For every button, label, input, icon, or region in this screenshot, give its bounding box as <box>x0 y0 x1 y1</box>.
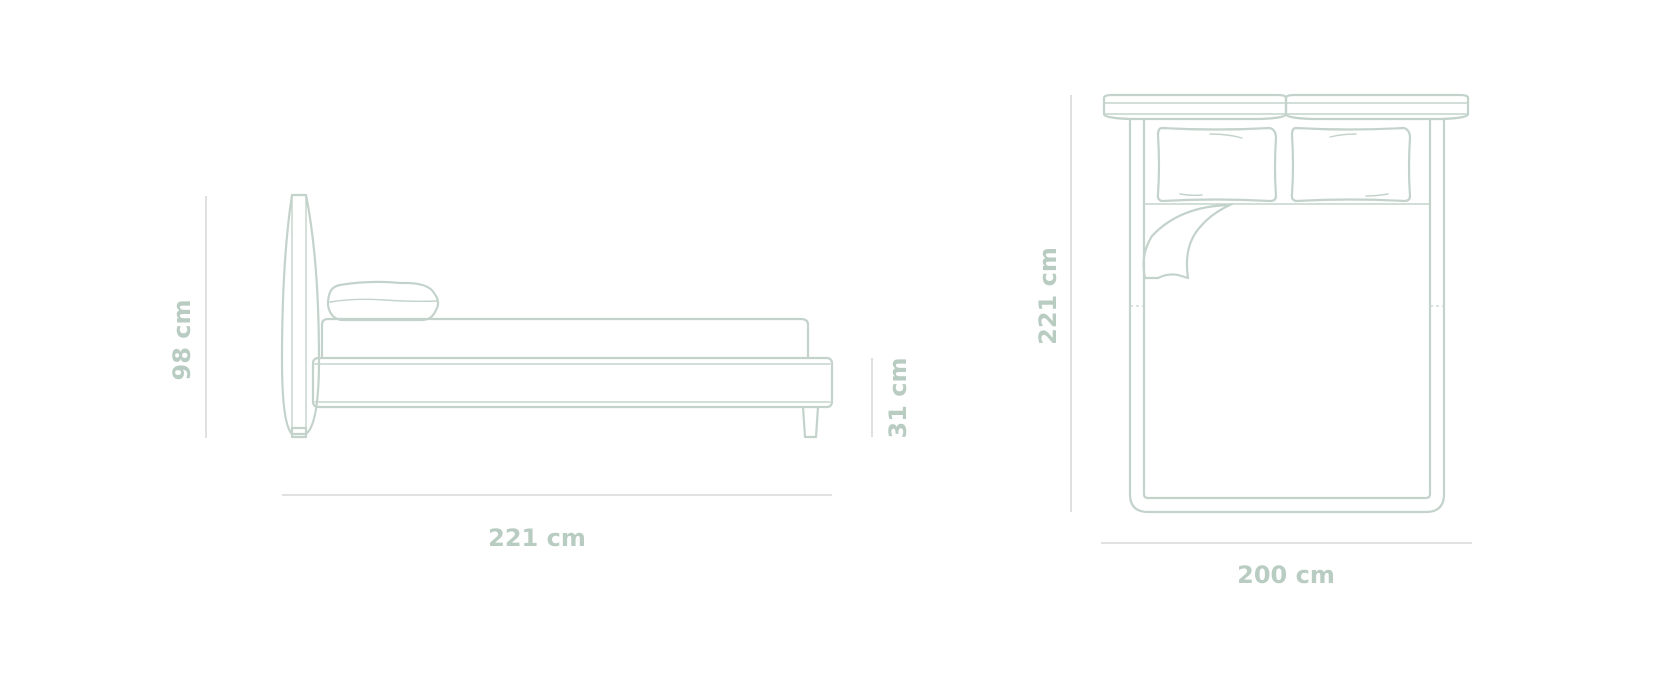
bed-frame-top <box>1128 117 1446 514</box>
bed-top-view: 221 cm 200 cm <box>1034 93 1472 589</box>
bed-base-side <box>311 356 834 409</box>
headboard-side <box>280 193 321 439</box>
bed-leg <box>801 405 820 439</box>
mattress-side <box>320 317 810 360</box>
duvet-fold <box>1142 202 1234 280</box>
pillow-right-top <box>1290 126 1412 203</box>
pillow-side <box>326 280 440 322</box>
mattress-top <box>1142 117 1432 500</box>
bed-side-view: 98 cm 31 cm 221 cm <box>168 193 912 552</box>
bed-height-label: 31 cm <box>884 358 912 439</box>
headboard-top <box>1102 93 1470 121</box>
side-length-label: 221 cm <box>488 524 586 552</box>
top-length-label: 221 cm <box>1034 247 1062 345</box>
top-width-label: 200 cm <box>1237 561 1335 589</box>
pillow-left-top <box>1156 126 1278 203</box>
headboard-height-label: 98 cm <box>168 300 196 381</box>
